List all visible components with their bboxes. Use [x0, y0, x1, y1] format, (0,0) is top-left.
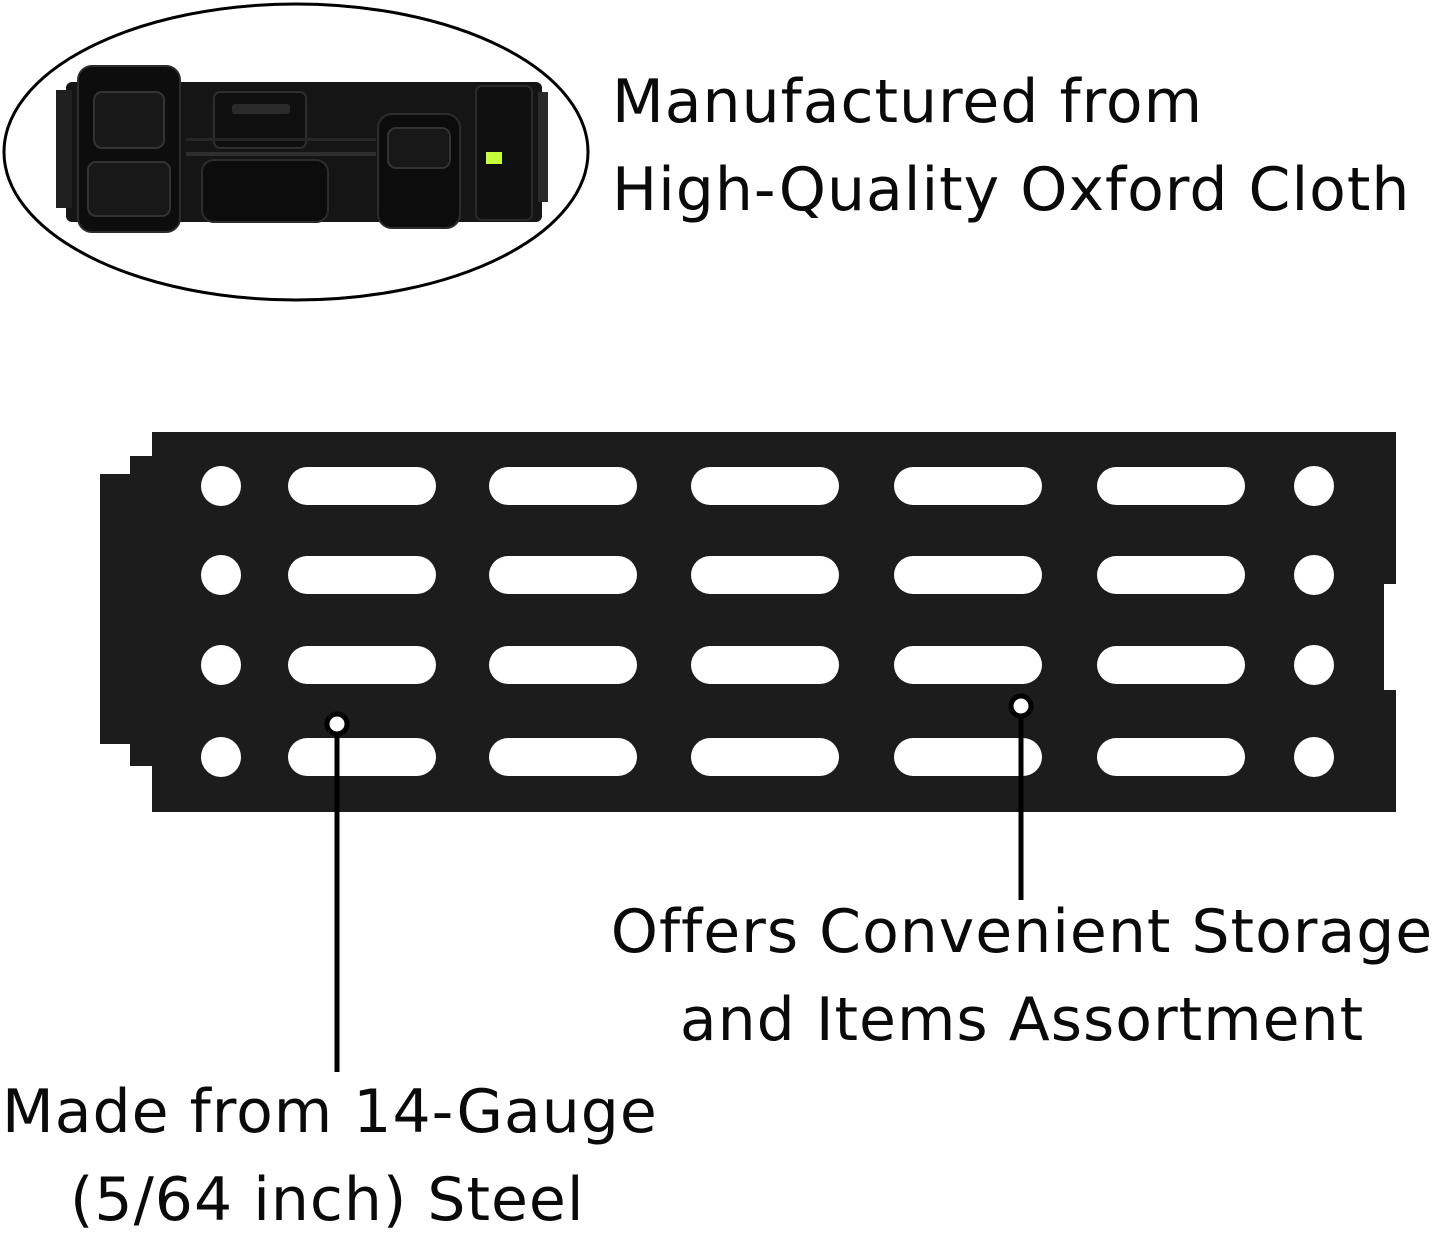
caption-line: Offers Convenient Storage [610, 897, 1434, 967]
callout-storage [1008, 693, 1034, 900]
caption-line: High-Quality Oxford Cloth [612, 155, 1411, 225]
steel-panel [100, 432, 1396, 812]
accent-tag [486, 152, 502, 164]
caption-steel: Made from 14-Gauge (5/64 inch) Steel [2, 1068, 658, 1244]
caption-line: (5/64 inch) Steel [70, 1165, 585, 1235]
bag-photo-inset [2, 2, 590, 302]
caption-oxford-cloth: Manufactured from High-Quality Oxford Cl… [612, 58, 1410, 234]
caption-storage: Offers Convenient Storage and Items Asso… [593, 888, 1451, 1064]
panel-holes [201, 466, 1334, 777]
caption-line: Manufactured from [612, 67, 1204, 137]
callout-steel [324, 711, 350, 1072]
caption-line: Made from 14-Gauge [2, 1077, 658, 1147]
caption-line: and Items Assortment [679, 985, 1365, 1055]
